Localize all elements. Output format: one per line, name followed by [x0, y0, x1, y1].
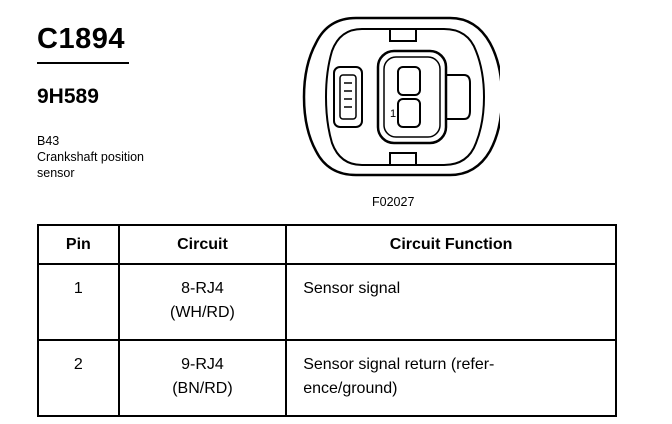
circuit-cell: 9-RJ4 (BN/RD) [117, 339, 288, 417]
wire-color: (WH/RD) [170, 304, 235, 321]
component-description-line1: Crankshaft position [37, 150, 145, 164]
circuit-code: 9-RJ4 [181, 356, 224, 373]
connector-id: C1894 [37, 23, 125, 55]
header-circuit: Circuit [117, 224, 288, 265]
component-code: B43 [37, 134, 60, 148]
pin-number: 1 [37, 263, 120, 341]
wire-color: (BN/RD) [172, 380, 233, 397]
circuit-function-line1: Sensor signal return (refer- [303, 356, 495, 373]
pin-number: 2 [37, 339, 120, 417]
connector-face-icon: 1 [302, 16, 500, 177]
table-header-row: Pin Circuit Circuit Function [37, 224, 617, 265]
title-underline [37, 62, 129, 64]
pin-table: Pin Circuit Circuit Function 1 8-RJ4 (WH… [37, 224, 617, 417]
header-pin: Pin [37, 224, 120, 265]
table-row: 2 9-RJ4 (BN/RD) Sensor signal return (re… [37, 339, 617, 417]
circuit-function-line2: ence/ground) [303, 380, 398, 397]
circuit-code: 8-RJ4 [181, 280, 224, 297]
function-cell: Sensor signal return (refer- ence/ground… [285, 339, 617, 417]
component-description-line2: sensor [37, 166, 75, 180]
pin-1-marker: 1 [390, 108, 396, 120]
header-circuit-function: Circuit Function [285, 224, 617, 265]
figure-code: F02027 [372, 195, 415, 209]
part-number: 9H589 [37, 85, 99, 108]
function-cell: Sensor signal [285, 263, 617, 341]
circuit-function-line1: Sensor signal [303, 280, 401, 297]
table-row: 1 8-RJ4 (WH/RD) Sensor signal [37, 263, 617, 341]
circuit-cell: 8-RJ4 (WH/RD) [117, 263, 288, 341]
